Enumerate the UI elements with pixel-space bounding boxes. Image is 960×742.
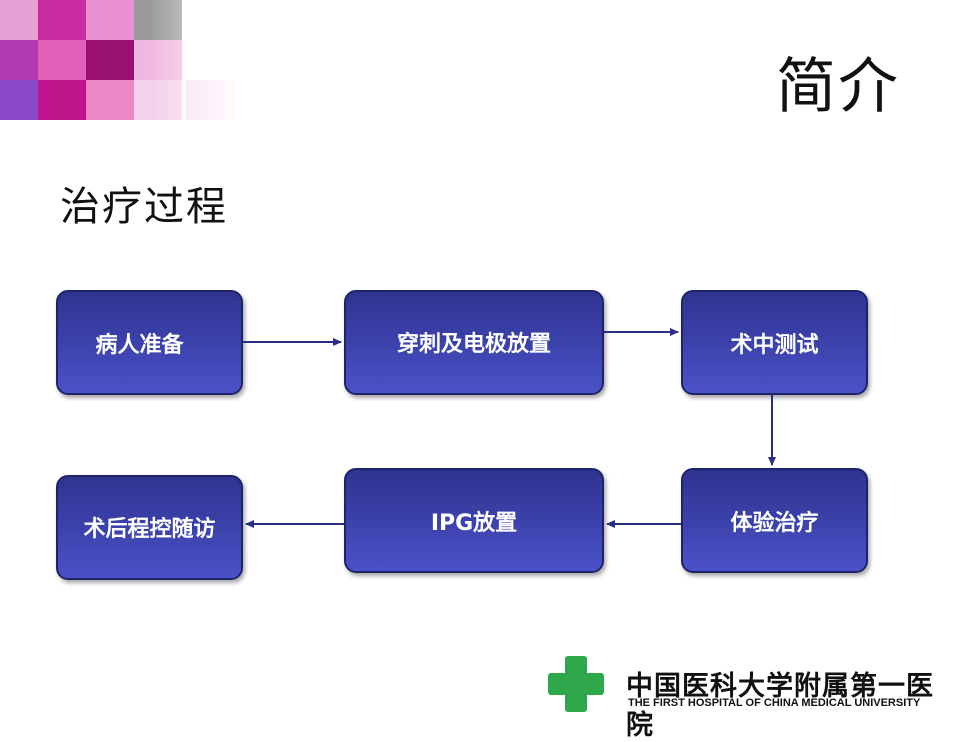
flow-step-puncture-electrode: 穿刺及电极放置: [344, 290, 604, 395]
flow-step-patient-prep: 病人准备: [56, 290, 243, 395]
flow-arrows: [243, 328, 776, 528]
decorative-mosaic: [0, 0, 240, 120]
hospital-cross-logo-icon: [548, 656, 604, 712]
flow-step-intraop-test: 术中测试: [681, 290, 868, 395]
flow-step-trial-therapy: 体验治疗: [681, 468, 868, 573]
slide-title: 简介: [776, 52, 900, 122]
flow-step-label: 术中测试: [730, 332, 819, 358]
flow-step-label: 穿刺及电极放置: [396, 332, 551, 357]
flow-step-ipg-placement: IPG放置: [344, 468, 604, 573]
flow-step-followup: 术后程控随访: [56, 475, 243, 580]
flow-step-label: 病人准备: [95, 332, 184, 358]
flow-step-label: IPG放置: [430, 510, 518, 536]
hospital-name-en: THE FIRST HOSPITAL OF CHINA MEDICAL UNIV…: [628, 697, 921, 709]
section-heading: 治疗过程: [60, 184, 228, 230]
flow-step-label: 体验治疗: [730, 510, 819, 536]
flow-step-label: 术后程控随访: [83, 517, 216, 542]
